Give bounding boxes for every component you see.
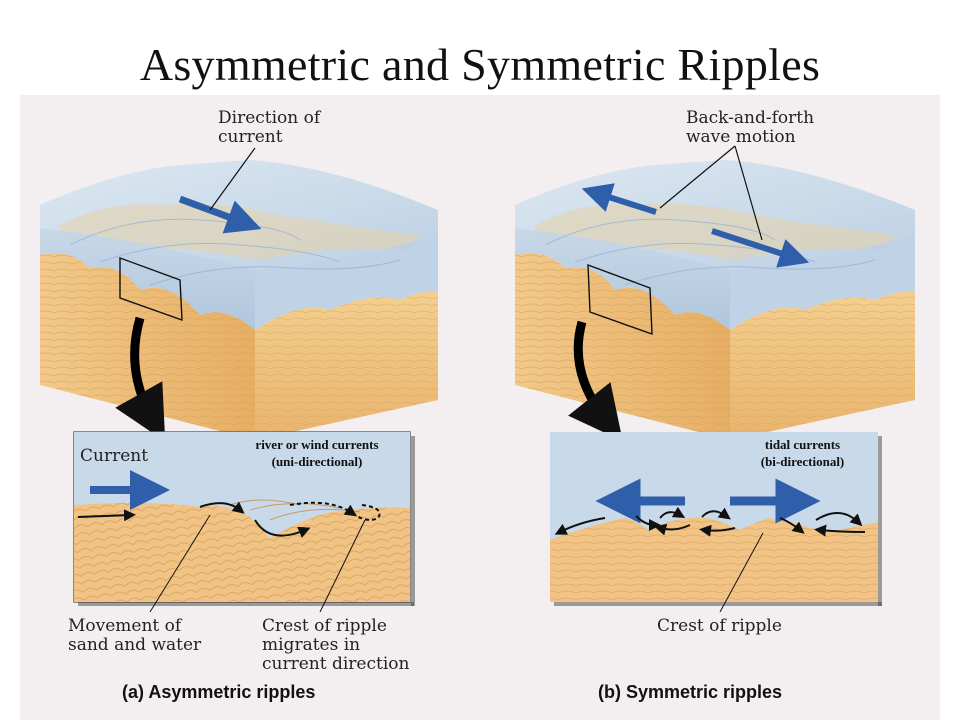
right-note-line2: (bi-directional) xyxy=(760,454,845,469)
right-inset-note: tidal currents (bi-directional) xyxy=(735,436,870,470)
right-top-label: Back-and-forth wave motion xyxy=(686,108,815,147)
right-inset-box xyxy=(587,263,653,336)
right-inset xyxy=(550,432,882,613)
left-inset xyxy=(73,431,415,613)
left-block xyxy=(40,147,438,442)
crest-label: Crest of ripple xyxy=(657,616,782,636)
movement-label: Movement of sand and water xyxy=(68,616,202,655)
left-note-line1: river or wind currents xyxy=(255,437,379,452)
right-wave-arrow-left xyxy=(581,183,657,215)
left-inset-box xyxy=(119,256,183,322)
crest-migrates-label: Crest of ripple migrates in current dire… xyxy=(262,616,410,674)
left-zoom-arrow xyxy=(115,316,166,442)
current-label: Current xyxy=(80,446,149,466)
page-title: Asymmetric and Symmetric Ripples xyxy=(139,39,821,90)
left-water-front xyxy=(40,228,255,330)
right-note-line1: tidal currents xyxy=(764,437,841,452)
right-water-front xyxy=(515,228,730,330)
left-water-side xyxy=(255,235,438,330)
right-zoom-arrow xyxy=(568,320,623,442)
left-current-arrow xyxy=(178,195,262,234)
caption-symmetric: (b) Symmetric ripples xyxy=(598,682,783,702)
right-block xyxy=(515,145,915,442)
right-wave-arrow-right xyxy=(711,228,810,268)
caption-asymmetric: (a) Asymmetric ripples xyxy=(122,682,316,702)
left-top-label: Direction of current xyxy=(218,108,321,147)
left-inset-note: river or wind currents (uni-directional) xyxy=(232,436,402,470)
right-water-side xyxy=(730,235,915,330)
left-note-line2: (uni-directional) xyxy=(271,454,363,469)
